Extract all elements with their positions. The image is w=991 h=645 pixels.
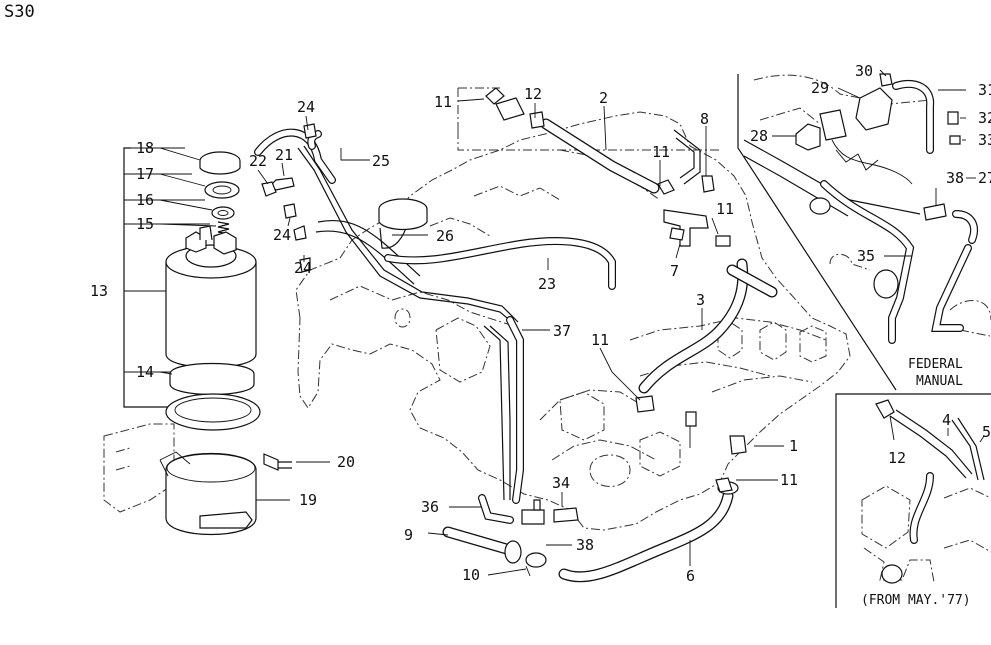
- label-part-12-inset: 12: [888, 449, 906, 467]
- label-part-27: 27: [978, 169, 991, 187]
- hose-3: [638, 258, 778, 394]
- label-part-11-bottom: 11: [780, 471, 798, 489]
- hose-2: [485, 87, 701, 194]
- leader-lines: [131, 69, 985, 576]
- label-part-25: 25: [372, 152, 390, 170]
- hoses-canister: [254, 123, 519, 323]
- label-part-6: 6: [686, 567, 695, 585]
- label-part-4: 4: [942, 411, 951, 429]
- page-code: S30: [4, 2, 35, 22]
- label-part-16: 16: [136, 191, 154, 209]
- label-part-5: 5: [982, 423, 991, 441]
- label-part-29: 29: [811, 79, 829, 97]
- part-26-cap: [378, 198, 428, 231]
- label-part-15: 15: [136, 215, 154, 233]
- inset-federal-manual: FEDERAL MANUAL: [737, 73, 991, 391]
- may77-caption: (FROM MAY.'77): [861, 593, 971, 608]
- hose-23: [384, 237, 616, 290]
- label-part-11-low: 11: [591, 331, 609, 349]
- label-part-11-right: 11: [716, 200, 734, 218]
- label-part-19: 19: [299, 491, 317, 509]
- label-part-8: 8: [700, 110, 709, 128]
- part-labels: 18 17 16 15 13 14 20 19 22 21 24 24 24 2…: [90, 62, 991, 585]
- label-part-38-low: 38: [576, 536, 594, 554]
- label-part-23: 23: [538, 275, 556, 293]
- label-part-7: 7: [670, 262, 679, 280]
- label-part-18: 18: [136, 139, 154, 157]
- label-part-14: 14: [136, 363, 154, 381]
- lower-hoses: [478, 494, 579, 525]
- label-part-37: 37: [553, 322, 571, 340]
- lower-fittings: [635, 395, 747, 493]
- label-part-24-mid: 24: [273, 226, 291, 244]
- label-part-32: 32: [978, 109, 991, 127]
- hose-9: [442, 526, 547, 577]
- label-part-10: 10: [462, 566, 480, 584]
- federal-caption-line1: FEDERAL: [908, 357, 963, 372]
- label-part-11-top: 11: [434, 93, 452, 111]
- label-part-1: 1: [789, 437, 798, 455]
- label-part-2: 2: [599, 89, 608, 107]
- label-part-3: 3: [696, 291, 705, 309]
- label-part-12-top: 12: [524, 85, 542, 103]
- label-part-34: 34: [552, 474, 570, 492]
- label-part-28: 28: [750, 127, 768, 145]
- canister-assembly: [103, 147, 292, 536]
- label-part-36: 36: [421, 498, 439, 516]
- label-part-17: 17: [136, 165, 154, 183]
- label-part-33: 33: [978, 131, 991, 149]
- inset-from-may77: (FROM MAY.'77): [835, 393, 991, 608]
- label-part-24-top: 24: [297, 98, 315, 116]
- label-part-26: 26: [436, 227, 454, 245]
- label-part-9: 9: [404, 526, 413, 544]
- engine-outline: [295, 87, 851, 531]
- hose-6: [558, 481, 739, 583]
- label-part-22: 22: [249, 152, 267, 170]
- label-part-38-federal: 38: [946, 169, 964, 187]
- hose-37: [483, 316, 524, 504]
- label-part-30: 30: [855, 62, 873, 80]
- label-part-11-mid: 11: [652, 143, 670, 161]
- label-part-21: 21: [275, 146, 293, 164]
- label-part-13: 13: [90, 282, 108, 300]
- label-part-35: 35: [857, 247, 875, 265]
- label-part-24-low: 24: [294, 259, 312, 277]
- label-part-20: 20: [337, 453, 355, 471]
- federal-caption-line2: MANUAL: [916, 374, 963, 389]
- part-7-tee: [657, 175, 731, 247]
- label-part-31: 31: [978, 81, 991, 99]
